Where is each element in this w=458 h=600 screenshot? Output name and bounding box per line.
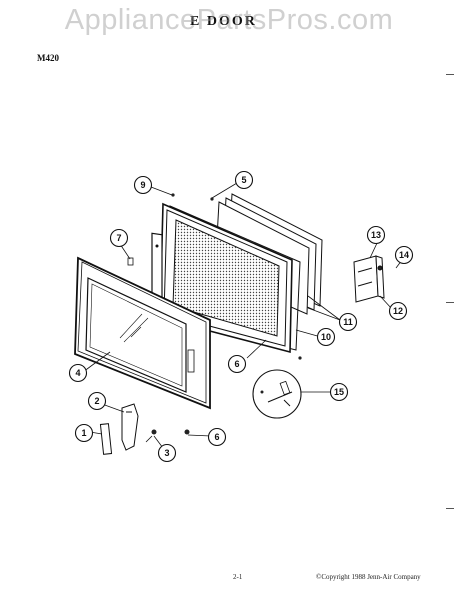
interlock-switch-assembly (353, 255, 385, 303)
callout-number: 14 (399, 250, 409, 260)
callout-6-b: 6 (227, 354, 247, 374)
callout-4: 4 (68, 363, 88, 383)
page-number: 2-1 (233, 573, 243, 581)
callout-1: 1 (74, 423, 94, 443)
callout-2: 2 (87, 391, 107, 411)
edge-tick (446, 74, 454, 75)
callout-15: 15 (329, 382, 349, 402)
handle-cover (99, 423, 113, 455)
small-screw-top (171, 193, 214, 201)
callout-number: 5 (241, 175, 246, 185)
callout-number: 12 (393, 306, 403, 316)
callout-number: 6 (234, 359, 239, 369)
callout-number: 11 (343, 317, 353, 327)
callout-11: 11 (338, 312, 358, 332)
callout-number: 2 (94, 396, 99, 406)
callout-number: 9 (140, 180, 145, 190)
callout-number: 13 (371, 230, 381, 240)
screw-part (145, 429, 157, 443)
callout-6: 6 (207, 427, 227, 447)
callout-number: 6 (214, 432, 219, 442)
callout-10: 10 (316, 327, 336, 347)
handle-bracket (121, 403, 139, 451)
diagram-title: E DOOR (190, 14, 257, 29)
callout-9: 9 (133, 175, 153, 195)
callout-number: 10 (321, 332, 331, 342)
callout-12: 12 (388, 301, 408, 321)
clip-part (127, 257, 134, 266)
callout-14: 14 (394, 245, 414, 265)
copyright-notice: ©Copyright 1988 Jenn-Air Company (316, 573, 421, 581)
callout-number: 15 (334, 387, 344, 397)
latch-detail-circle (252, 369, 302, 419)
callout-5: 5 (234, 170, 254, 190)
callout-number: 4 (75, 368, 80, 378)
callout-number: 7 (116, 233, 121, 243)
callout-number: 1 (81, 428, 86, 438)
callout-13: 13 (366, 225, 386, 245)
screw-part (184, 429, 190, 435)
model-number: M420 (37, 53, 59, 63)
callout-7: 7 (109, 228, 129, 248)
edge-tick (446, 508, 454, 509)
callout-number: 3 (164, 448, 169, 458)
edge-tick (446, 302, 454, 303)
outer-door-panel (74, 256, 211, 410)
callout-3: 3 (157, 443, 177, 463)
